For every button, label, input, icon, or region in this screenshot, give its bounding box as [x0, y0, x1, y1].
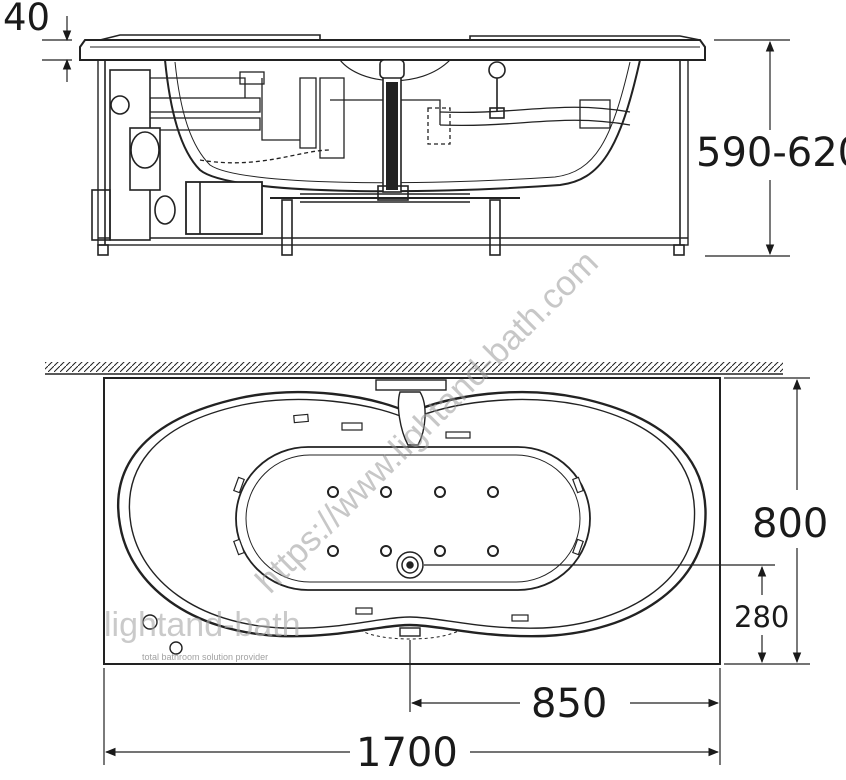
frame-legs — [97, 197, 685, 256]
dim-length: 1700 — [356, 730, 458, 776]
watermark-logo: lightand-bath — [104, 606, 301, 644]
side-dimension-lines — [42, 16, 790, 257]
basin-outer-rim — [117, 390, 707, 638]
jet — [434, 545, 446, 557]
front-control — [142, 614, 421, 655]
wall-hatch — [45, 362, 783, 372]
dim-drain-offset: 280 — [734, 600, 789, 634]
drain-plug — [396, 551, 424, 579]
side-nozzles — [233, 413, 584, 622]
tub-rim — [79, 39, 706, 61]
watermark-tagline: total bathroom solution provider — [142, 652, 268, 662]
jet — [487, 486, 499, 498]
jet — [434, 486, 446, 498]
faucet-side — [488, 61, 506, 119]
jet — [380, 545, 392, 557]
water-jets — [327, 486, 499, 557]
dim-drain-to-end: 850 — [531, 681, 607, 727]
dim-rim-thickness: 40 — [3, 0, 50, 39]
jet — [487, 545, 499, 557]
dim-width: 800 — [752, 501, 828, 547]
dim-height: 590-620 — [696, 130, 846, 176]
pump-motor — [91, 69, 263, 241]
basin-floor — [235, 446, 591, 591]
drain-column — [300, 59, 470, 203]
jet — [327, 486, 339, 498]
side-elevation-view — [79, 34, 706, 256]
faucet-top — [375, 379, 447, 446]
plan-dimension-lines — [103, 377, 810, 765]
tub-basin-profile — [164, 59, 641, 193]
jet-piping — [149, 71, 631, 164]
jet — [380, 486, 392, 498]
jet — [327, 545, 339, 557]
plan-view — [45, 362, 783, 665]
